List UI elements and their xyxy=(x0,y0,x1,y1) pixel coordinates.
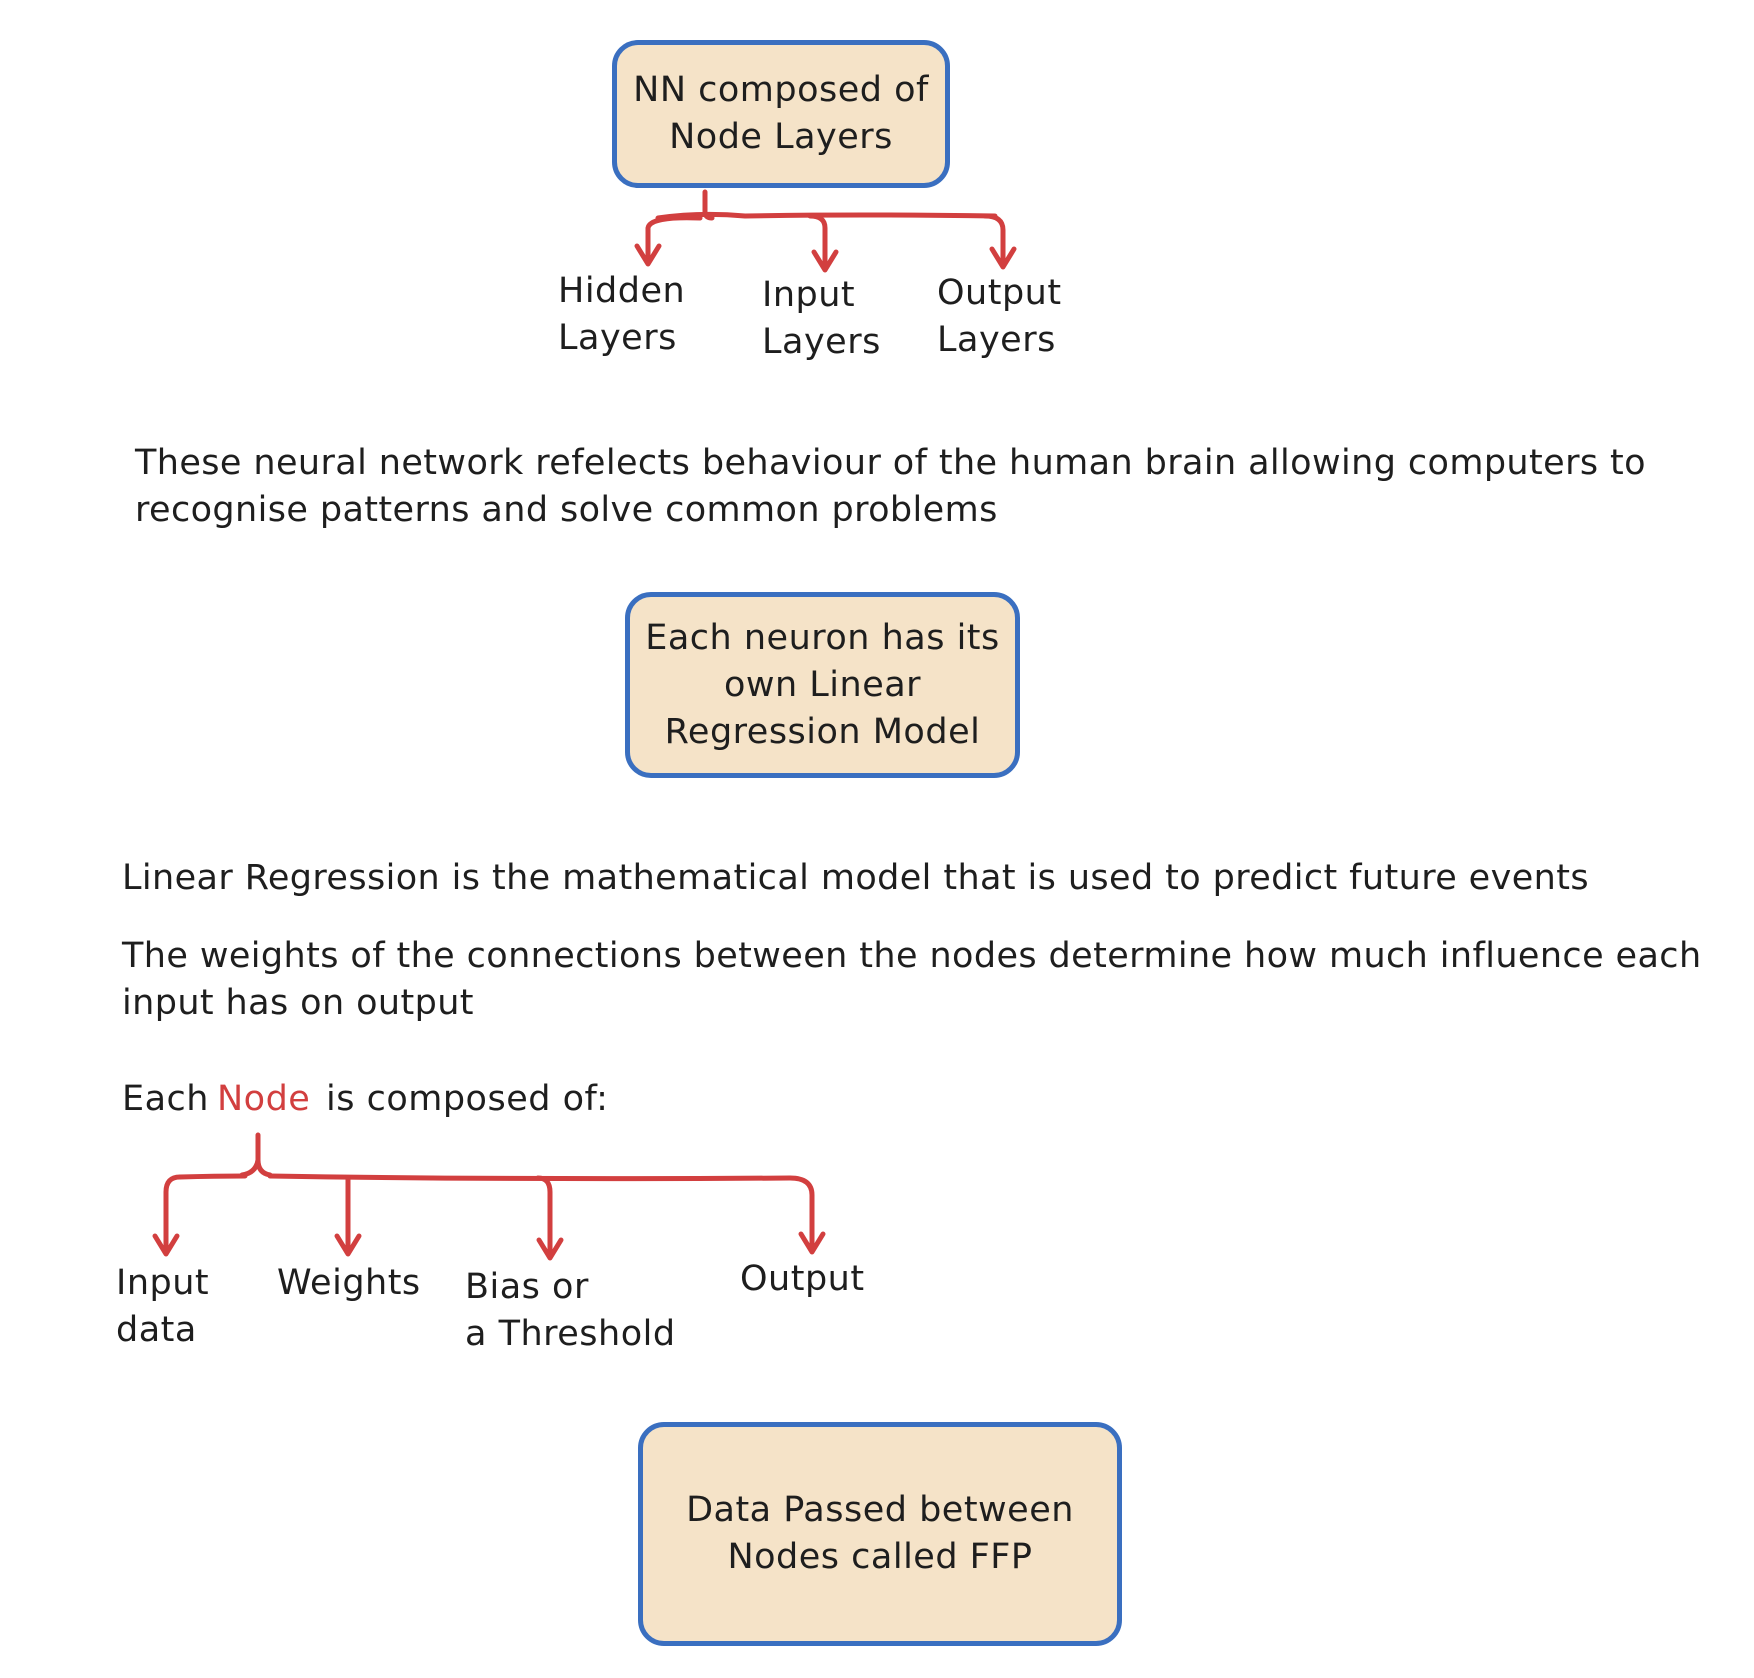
nn-layers-box: NN composed of Node Layers xyxy=(612,40,950,188)
neuron-box-text: Each neuron has its own Linear Regressio… xyxy=(645,617,1000,752)
arrow-to-output-head xyxy=(989,246,1017,270)
arrow-to-bias xyxy=(535,1175,553,1259)
input-layers-label: Input Layers xyxy=(762,275,881,362)
top-branch-arrows xyxy=(634,189,1017,273)
linear-regression-paragraph: Linear Regression is the mathematical mo… xyxy=(122,858,1589,898)
node-branch-arrows xyxy=(152,1132,826,1261)
node-brace xyxy=(239,1132,273,1178)
hidden-layers-label: Hidden Layers xyxy=(558,271,686,358)
arrow-to-node-output-head xyxy=(798,1231,826,1255)
arrow-to-node-output xyxy=(787,1175,815,1253)
bias-threshold-label: Bias or a Threshold xyxy=(465,1267,676,1354)
brain-paragraph: These neural network refelects behaviour… xyxy=(135,443,1646,530)
ffp-box-text: Data Passed between Nodes called FFP xyxy=(686,1490,1074,1577)
arrow-to-input-head xyxy=(811,249,839,273)
arrow-to-hidden xyxy=(645,215,703,265)
neuron-box: Each neuron has its own Linear Regressio… xyxy=(625,592,1020,778)
node-line-prefix: Each xyxy=(122,1079,209,1119)
arrow-to-output xyxy=(982,213,1006,268)
arrow-to-hidden-head xyxy=(634,243,662,267)
input-data-label: Input data xyxy=(116,1263,210,1350)
arrow-to-input-data xyxy=(163,1174,183,1255)
arrow-to-bias-head xyxy=(536,1237,564,1261)
ffp-box: Data Passed between Nodes called FFP xyxy=(638,1422,1122,1646)
arrow-to-input xyxy=(807,213,828,271)
node-branch-bar xyxy=(177,1173,793,1182)
weights-label: Weights xyxy=(277,1263,421,1303)
weights-paragraph: The weights of the connections between t… xyxy=(122,936,1702,1023)
node-output-label: Output xyxy=(740,1259,865,1299)
node-line-suffix: is composed of: xyxy=(326,1079,609,1119)
arrow-to-weights-head xyxy=(334,1233,362,1257)
top-branch-bar xyxy=(655,211,998,221)
output-layers-label: Output Layers xyxy=(937,273,1062,360)
nn-layers-box-text: NN composed of Node Layers xyxy=(633,70,929,157)
node-highlight: Node xyxy=(217,1079,311,1119)
arrow-to-input-data-head xyxy=(152,1233,180,1257)
